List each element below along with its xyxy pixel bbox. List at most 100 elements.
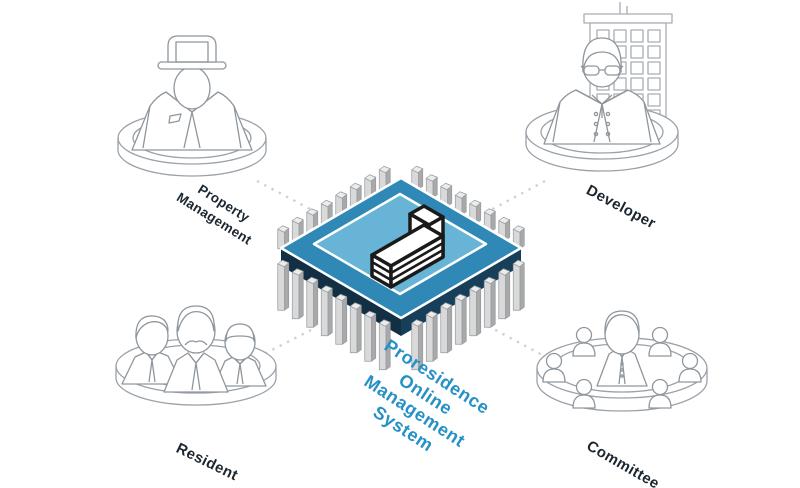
chip-pin (498, 268, 511, 320)
chip-pin (469, 285, 482, 337)
hat-brim (157, 61, 227, 70)
property-manager-icon (117, 35, 267, 177)
chip-pin-face (483, 276, 496, 285)
chip-pin-face (306, 280, 314, 328)
chip-pin-face (512, 225, 525, 233)
connector-committee (487, 324, 547, 359)
building-window (647, 29, 661, 43)
chip-pin (440, 302, 453, 354)
building-window (613, 29, 627, 43)
chip-pin (335, 293, 348, 345)
chip-pin-face (320, 285, 333, 293)
chip-pin-face (483, 280, 492, 328)
chip-pin-face (411, 165, 424, 174)
resident-figures (121, 305, 267, 393)
chip-pin-face (327, 287, 333, 337)
connector-developer (488, 179, 546, 213)
developer-figure (543, 37, 661, 145)
connector-resident (265, 328, 312, 355)
building-window (647, 93, 661, 107)
chip-pin-face (440, 305, 448, 354)
building-window (630, 77, 644, 91)
chip-pin-face (512, 263, 521, 311)
chip-pin-face (364, 310, 377, 319)
chip-pin-face (425, 314, 434, 362)
isometric-buildings-logo-icon (370, 204, 445, 289)
chip-pin-face (335, 293, 348, 302)
chip-pin-face (364, 174, 377, 182)
chip-pins-front (277, 259, 525, 371)
cap-icon (225, 323, 255, 342)
chip-pin-face (277, 225, 290, 233)
chip-pin-face (277, 263, 285, 311)
chip-pin-face (378, 165, 391, 174)
chip-pin-face (461, 296, 467, 345)
chip-pin-face (349, 302, 362, 310)
chip-pin-face (320, 199, 333, 208)
chip-pin-face (342, 296, 348, 345)
connector-lines (256, 179, 547, 359)
chip-pin-face (371, 313, 377, 362)
chip-pin-face (512, 259, 525, 268)
hair (177, 305, 215, 332)
chip-pin-face (490, 279, 496, 328)
chip-pin-face (454, 191, 467, 199)
chip-pin-face (378, 319, 391, 327)
chip-pin-face (454, 297, 463, 345)
chip-pin-face (298, 270, 304, 320)
chip-pin-face (277, 259, 290, 268)
chip-pin-face (469, 285, 482, 293)
chip-pin-face (313, 279, 319, 328)
hat-crown (167, 35, 217, 63)
chip-pin (349, 302, 362, 354)
chip-pin-face (432, 313, 438, 362)
chip-pin-face (349, 182, 362, 191)
resident-group-icon (115, 305, 277, 406)
building-window (647, 45, 661, 59)
hair (604, 310, 640, 334)
hair (582, 37, 622, 73)
chip-pin (306, 208, 319, 233)
chip-pin (378, 319, 391, 371)
connector-property-management (256, 179, 313, 212)
head (173, 66, 211, 110)
chip-pin (291, 268, 304, 320)
chip-pin-face (284, 262, 290, 311)
chip-pin-face (505, 270, 511, 320)
building-window (647, 77, 661, 91)
mustache (184, 340, 208, 346)
chip-pin-face (425, 310, 438, 319)
chip-pin-face (483, 208, 496, 216)
committee-figures (542, 310, 702, 409)
chip-pin-face (440, 302, 453, 310)
chip-pin (483, 276, 496, 328)
chip-pin-face (498, 268, 511, 276)
chip-pin-face (411, 319, 424, 327)
chip-pins-back (277, 165, 525, 250)
building-window (613, 77, 627, 91)
chip-pin (306, 276, 319, 328)
chip-pin-face (335, 191, 348, 199)
chip-pin-face (306, 276, 319, 285)
chip-pin-face (291, 216, 304, 225)
committee-group-icon (536, 310, 708, 412)
chip-pin-face (349, 305, 358, 354)
chip-pin-face (335, 297, 343, 345)
chip-pin-face (364, 314, 372, 362)
chip-pin-face (440, 182, 453, 191)
chip-pin-face (476, 287, 482, 337)
building-window (630, 45, 644, 59)
chip-pin (425, 310, 438, 362)
building-window (630, 29, 644, 43)
building-window (647, 61, 661, 75)
property-manager-figure (131, 35, 253, 151)
chip-pin-face (498, 271, 506, 320)
chip-pin (320, 199, 333, 224)
chip-pin (454, 293, 467, 345)
chip-pin-face (320, 288, 329, 337)
processor-chip-icon (277, 165, 525, 371)
chip-pin-face (469, 199, 482, 208)
chip-pin-face (356, 304, 362, 354)
